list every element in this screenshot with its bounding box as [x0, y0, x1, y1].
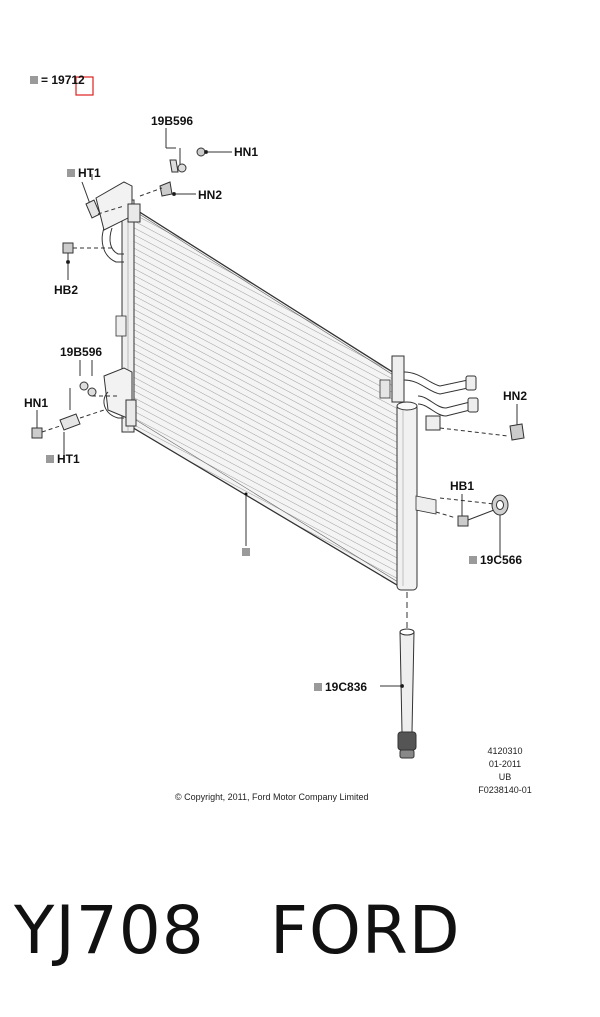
left-lower-bracket	[103, 367, 137, 427]
callout-hb1: HB1	[450, 479, 475, 493]
brand-name: FORD	[270, 892, 461, 969]
c836-text: 19C836	[325, 680, 368, 694]
core-marker	[242, 548, 250, 556]
callout-hn1-top: HN1	[234, 145, 259, 159]
c836-marker	[314, 683, 322, 691]
legend-marker	[30, 76, 38, 84]
callout-19c566: 19C566	[469, 553, 522, 567]
left-upper-bracket	[95, 181, 141, 263]
callout-hn2-right: HN2	[503, 389, 528, 403]
desiccant-cartridge	[380, 592, 417, 759]
copyright-text: © Copyright, 2011, Ford Motor Company Li…	[175, 792, 369, 802]
c566-marker	[469, 556, 477, 564]
right-outlet-pipes	[403, 371, 479, 431]
label-leader-lines	[69, 174, 93, 410]
part-code: YJ708	[14, 892, 205, 969]
callout-19c836: 19C836	[314, 680, 367, 694]
ht1-left-text: HT1	[57, 452, 80, 466]
hb2-bolt	[62, 242, 112, 280]
callout-hb2: HB2	[54, 283, 79, 297]
left-fasteners	[31, 360, 118, 454]
drawing-number: 4120310	[487, 746, 523, 756]
ht1-top-text: HT1	[78, 166, 101, 180]
callout-ht1-left: HT1	[46, 452, 80, 466]
drawing-date: 01-2011	[488, 759, 522, 769]
legend: = 19712	[30, 73, 85, 87]
legend-code: 19712	[51, 73, 85, 87]
legend-prefix: =	[41, 73, 49, 87]
highlight-box	[75, 76, 94, 96]
ht1-top-pin	[81, 181, 125, 219]
hb1-bushing-group	[435, 494, 509, 556]
condenser-core	[129, 205, 403, 589]
ht1-top-marker	[67, 169, 75, 177]
callout-19b596-top: 19B596	[151, 114, 194, 128]
ht1-left-marker	[46, 455, 54, 463]
drawing-info: 4120310 01-2011 UB F0238140-01	[470, 745, 540, 797]
callout-ht1-top: HT1	[67, 166, 101, 180]
callout-hn1-left: HN1	[24, 396, 49, 410]
drawing-ref: F0238140-01	[478, 785, 532, 795]
top-fasteners	[139, 128, 232, 197]
right-receiver-tank	[379, 355, 437, 591]
c566-text: 19C566	[480, 553, 523, 567]
drawing-code: UB	[498, 772, 512, 782]
hn2-right-clip	[439, 404, 525, 441]
callout-19b596-left: 19B596	[60, 345, 103, 359]
callout-hn2-top: HN2	[198, 188, 223, 202]
